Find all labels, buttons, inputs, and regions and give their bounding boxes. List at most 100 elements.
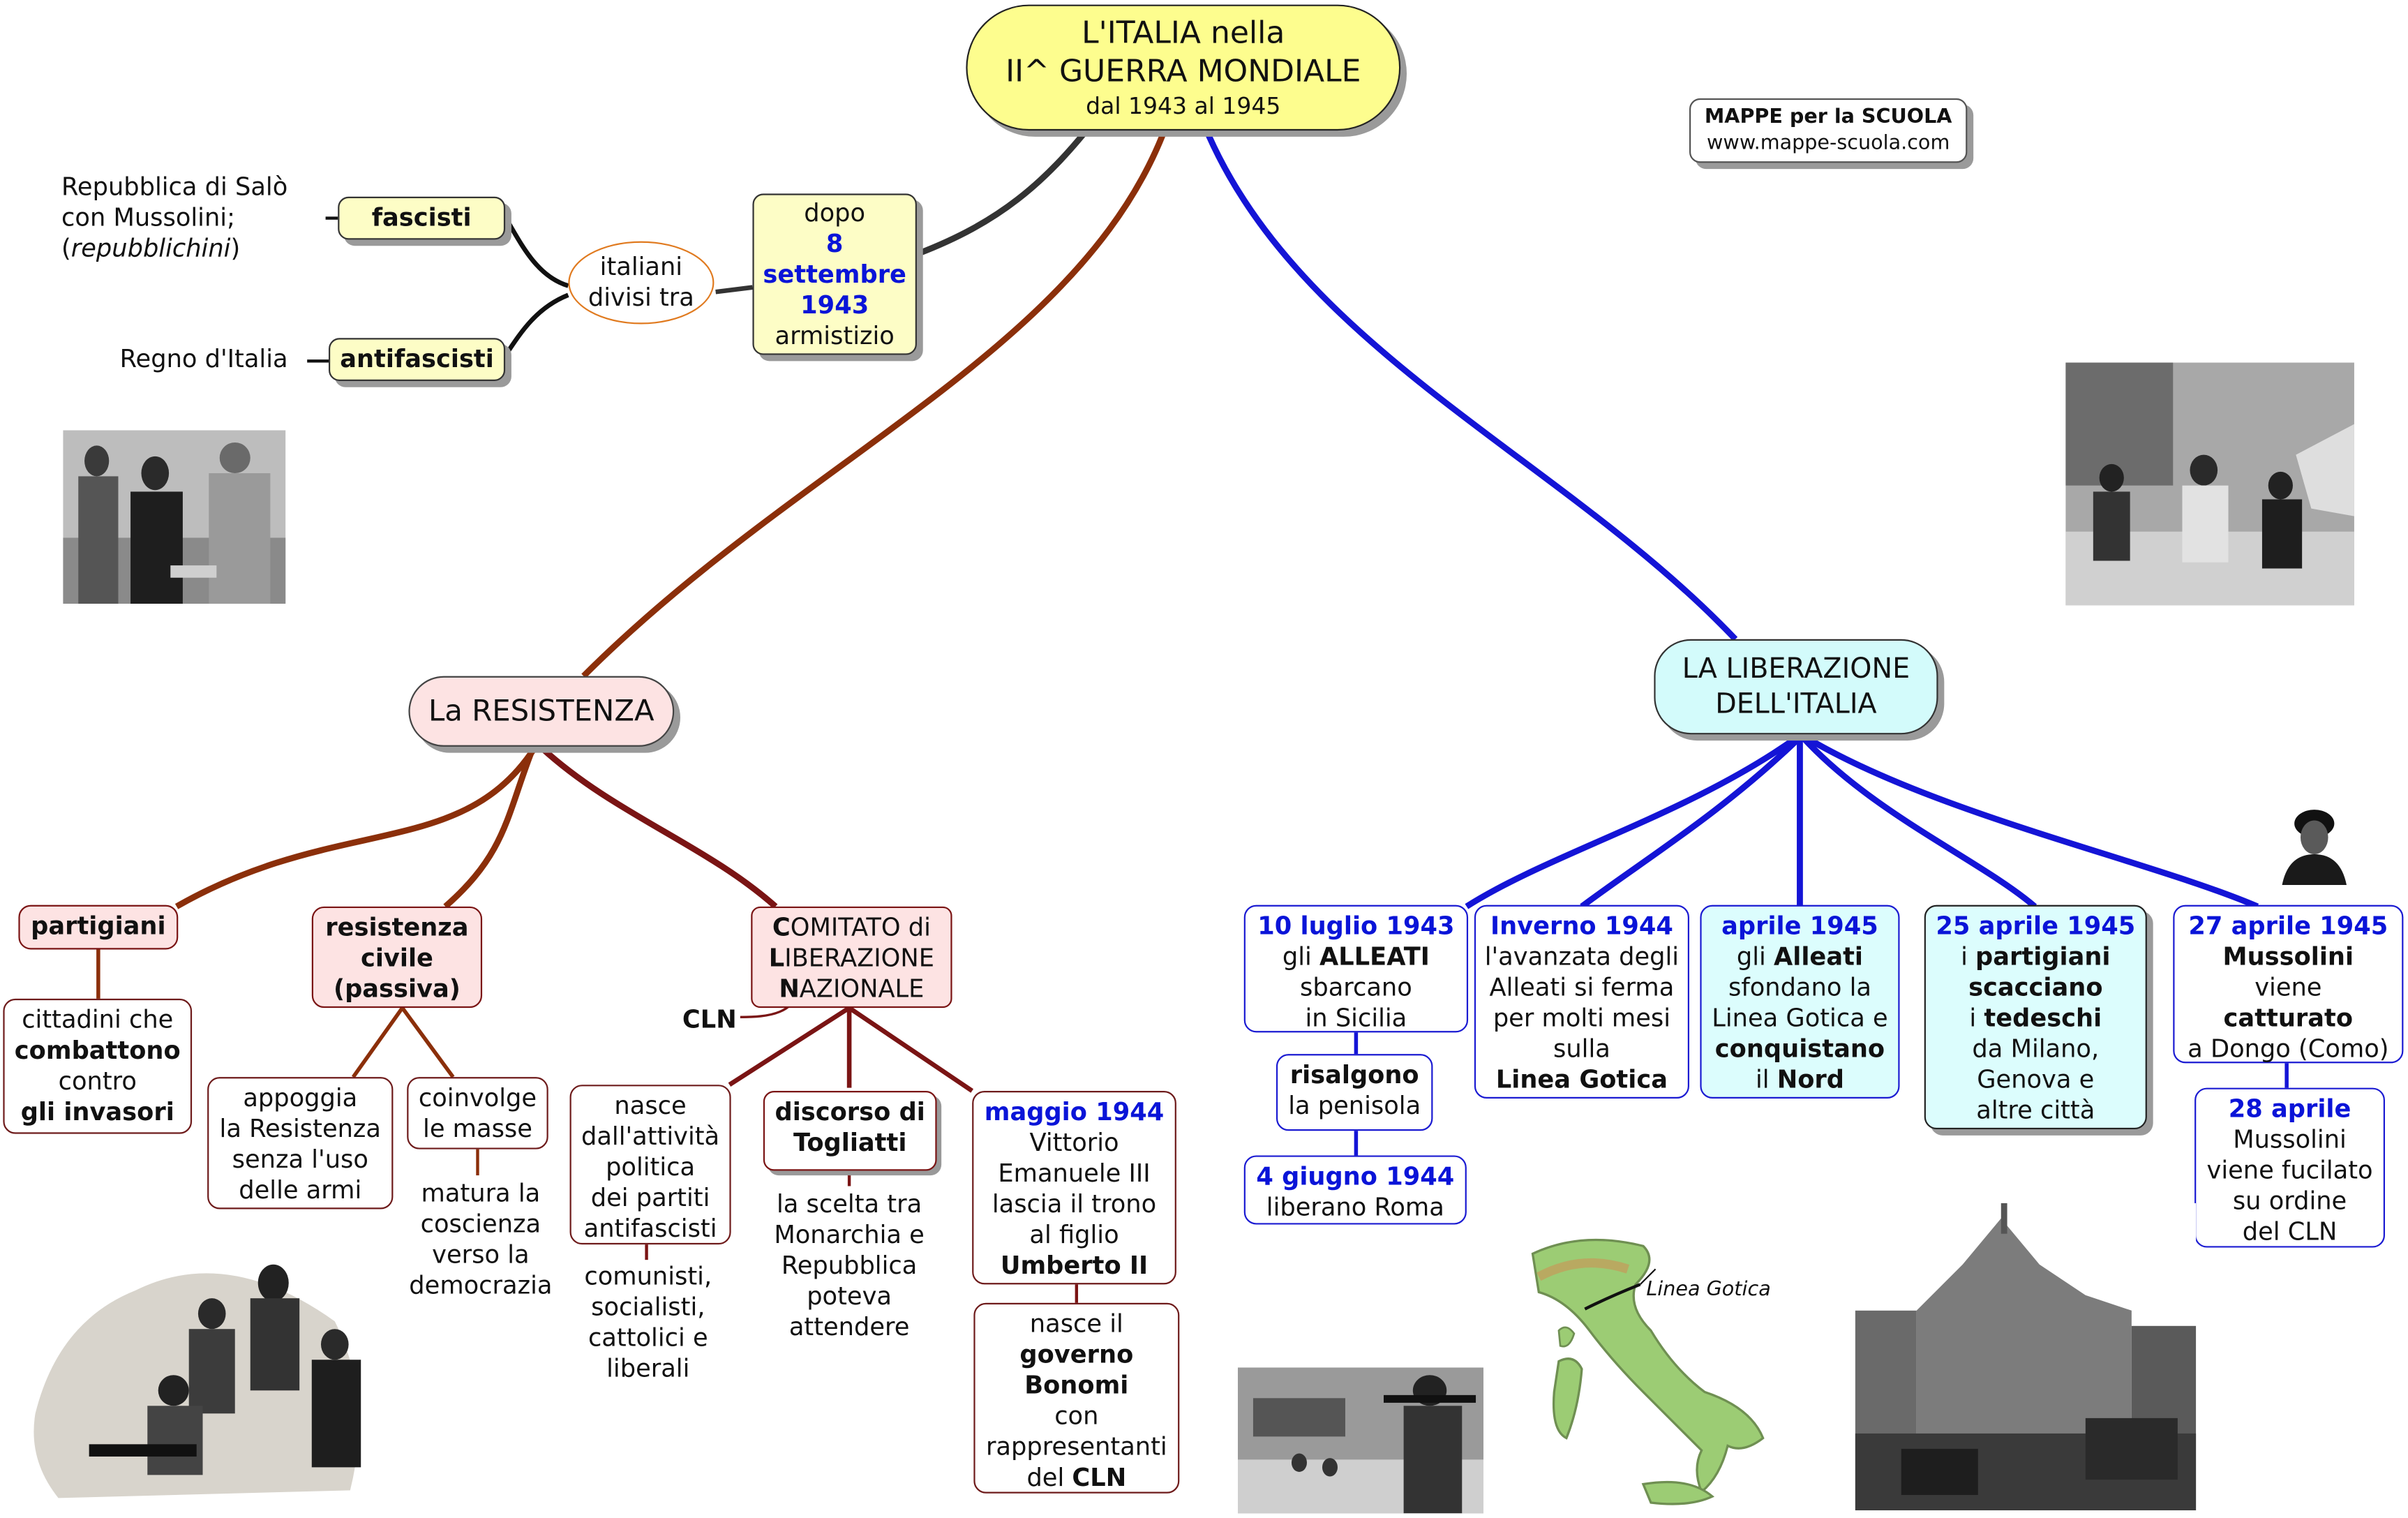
support-line-4: delle armi (239, 1175, 362, 1205)
apr27-1945-box: 27 aprile 1945 Mussolini viene catturato… (2173, 905, 2404, 1064)
partisans-desc-3: contro (58, 1066, 137, 1096)
antifascists-node: antifascisti (328, 338, 506, 381)
apr27-line-1: Mussolini (2222, 942, 2354, 972)
conscience-line-3: verso la (432, 1240, 530, 1270)
partisans-desc-4: gli invasori (20, 1096, 174, 1126)
civil-support-box: appoggia la Resistenza senza l'uso delle… (207, 1077, 394, 1210)
italy-map: Linea Gotica (1520, 1223, 1774, 1515)
title-node: L'ITALIA nella II^ GUERRA MONDIALE dal 1… (966, 4, 1401, 131)
climb-line-1: risalgono (1289, 1059, 1419, 1089)
civil-line-2: civile (360, 943, 433, 973)
conscience-line-2: coscienza (420, 1209, 541, 1239)
fascists-note-close: ) (230, 233, 241, 263)
apr27-line-2: viene (2254, 972, 2322, 1002)
april-line-4: conquistano (1714, 1034, 1885, 1064)
choice-text: la scelta tra Monarchia e Repubblica pot… (758, 1189, 940, 1343)
winter-date: Inverno 1944 (1490, 911, 1673, 941)
conscience-line-1: matura la (421, 1178, 541, 1208)
apr25-line-3b: tedeschi (1984, 1003, 2102, 1033)
apr28-box: 28 aprile Mussolini viene fucilato su or… (2194, 1087, 2385, 1248)
july-line-2: sbarcano (1299, 972, 1412, 1002)
apr25-line-3a: i (1969, 1003, 1984, 1033)
civil-resistance-node: resistenza civile (passiva) (311, 906, 483, 1009)
partisans-desc: cittadini che combattono contro gli inva… (3, 998, 193, 1134)
partisans-photo (28, 1229, 373, 1503)
choice-line-5: attendere (788, 1311, 910, 1341)
parties-line-1: comunisti, (584, 1261, 712, 1291)
street-celebration-photo (2065, 362, 2354, 606)
apr25-line-5: Genova e (1977, 1064, 2095, 1094)
civil-line-3: (passiva) (333, 974, 461, 1004)
fascists-label: fascisti (371, 202, 472, 232)
armistice-year: 1943 (800, 290, 869, 320)
born-line-3: politica (606, 1152, 696, 1182)
choice-line-2: Monarchia e (774, 1219, 925, 1249)
map-label: Linea Gotica (1646, 1278, 1771, 1302)
bonomi-line-1: nasce il (1029, 1309, 1123, 1339)
may-line-2: Emanuele III (998, 1158, 1151, 1188)
civil-involve-box: coinvolge le masse (407, 1077, 548, 1149)
fascists-note: Repubblica di Salò con Mussolini; (repub… (61, 172, 338, 265)
winter-line-3: per molti mesi (1493, 1003, 1671, 1033)
bonomi-box: nasce il governo Bonomi con rappresentan… (973, 1302, 1180, 1494)
fascists-node: fascisti (338, 196, 506, 240)
april-line-1a: gli (1736, 942, 1774, 972)
winter-line-4: sulla (1553, 1034, 1610, 1064)
apr25-line-1b: partigiani (1975, 942, 2111, 972)
support-line-3: senza l'uso (232, 1145, 368, 1174)
apr27-date: 27 aprile 1945 (2188, 911, 2388, 941)
june-1944-box: 4 giugno 1944 liberano Roma (1243, 1155, 1467, 1225)
cln-word-nazionale: AZIONALE (799, 974, 925, 1004)
togliatti-line-1: discorso di (775, 1096, 925, 1126)
july-line-1a: gli (1282, 942, 1320, 972)
april-line-3: Linea Gotica e (1712, 1003, 1888, 1033)
divided-line-2: divisi tra (588, 283, 694, 312)
apr25-line-6: altre città (1976, 1095, 2095, 1125)
armistice-node: dopo 8 settembre 1943 armistizio (752, 193, 917, 355)
involve-line-1: coinvolge (418, 1082, 537, 1113)
antifascists-note: Regno d'Italia (119, 344, 288, 373)
may-line-4: al figlio (1029, 1219, 1119, 1249)
choice-line-3: Repubblica (781, 1250, 918, 1280)
support-line-1: appoggia (243, 1082, 358, 1113)
support-line-2: la Resistenza (219, 1114, 381, 1143)
apr25-line-4: da Milano, (1972, 1034, 2100, 1064)
april-line-1b: Alleati (1774, 942, 1864, 972)
apr28-line-2: viene fucilato (2206, 1155, 2373, 1185)
fascists-note-2: con Mussolini; (61, 202, 235, 232)
cln-word-comitato: OMITATO di (790, 912, 931, 942)
april-line-5a: il (1755, 1064, 1777, 1094)
cln-node: COMITATO di LIBERAZIONE NAZIONALE (751, 906, 952, 1009)
cln-letter-n: N (779, 974, 800, 1004)
credit-box: MAPPE per la SCUOLA www.mappe-scuola.com (1689, 98, 1968, 163)
soldiers-landing-photo (1237, 1367, 1484, 1514)
involve-line-2: le masse (423, 1114, 532, 1143)
fascists-note-italic: repubblichini (70, 233, 231, 263)
parties-line-3: cattolici e (588, 1323, 708, 1353)
conscience-line-4: democrazia (409, 1270, 553, 1300)
civil-line-1: resistenza (325, 912, 469, 942)
winter-line-1: l'avanzata degli (1484, 942, 1680, 972)
born-line-1: nasce (614, 1090, 687, 1120)
july-1943-box: 10 luglio 1943 gli ALLEATI sbarcano in S… (1243, 905, 1469, 1033)
apr28-line-3: su ordine (2232, 1186, 2347, 1216)
parties-line-2: socialisti, (591, 1292, 705, 1322)
togliatti-box: discorso di Togliatti (763, 1090, 937, 1171)
july-date: 10 luglio 1943 (1257, 911, 1455, 941)
armistice-day: 8 (825, 229, 844, 258)
apr25-1945-box: 25 aprile 1945 i partigiani scacciano i … (1924, 905, 2147, 1130)
choice-line-4: poteva (807, 1281, 892, 1311)
april-line-5b: Nord (1777, 1064, 1844, 1094)
fascists-note-open: ( (61, 233, 71, 263)
milan-cathedral-photo (1855, 1203, 2197, 1510)
title-line-2: II^ GUERRA MONDIALE (1005, 52, 1361, 89)
may-date: maggio 1944 (984, 1096, 1165, 1126)
winter-line-5: Linea Gotica (1495, 1064, 1668, 1094)
cln-born-box: nasce dall'attività politica dei partiti… (569, 1085, 731, 1245)
apr25-date: 25 aprile 1945 (1936, 911, 2136, 941)
resistance-node: La RESISTENZA (408, 676, 675, 747)
june-line-1: liberano Roma (1266, 1192, 1444, 1222)
bonomi-line-4: con (1054, 1401, 1099, 1431)
